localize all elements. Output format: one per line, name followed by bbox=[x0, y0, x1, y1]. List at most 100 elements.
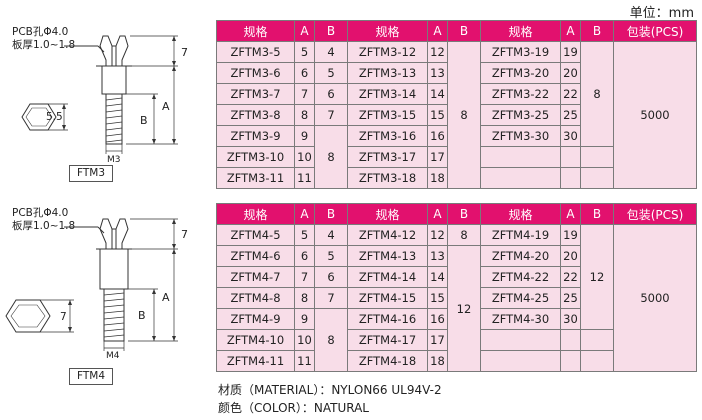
header-a: A bbox=[560, 203, 581, 225]
model-cell: ZFTM4-22 bbox=[480, 266, 561, 288]
b-cell: 4 bbox=[314, 224, 348, 246]
pcb-hole-label: PCB孔Φ4.0 bbox=[12, 207, 69, 219]
b-cell-merged: 8 bbox=[314, 308, 348, 372]
table-row: ZFTM3-11 11 ZFTM3-18 18 bbox=[216, 167, 697, 189]
a-cell: 30 bbox=[560, 125, 581, 147]
table-row: ZFTM4-11 11 ZFTM4-18 18 bbox=[216, 350, 697, 372]
empty-cell bbox=[580, 146, 614, 168]
header-a: A bbox=[427, 20, 448, 42]
dim-b-label: B bbox=[138, 309, 146, 322]
model-cell: ZFTM4-5 bbox=[216, 224, 295, 246]
model-cell: ZFTM3-15 bbox=[347, 104, 428, 126]
model-label-ftm4: FTM4 bbox=[69, 368, 113, 385]
header-b: B bbox=[314, 203, 348, 225]
model-cell: ZFTM3-6 bbox=[216, 62, 295, 84]
model-cell: ZFTM4-9 bbox=[216, 308, 295, 330]
a-cell: 6 bbox=[294, 245, 315, 267]
a-cell: 13 bbox=[427, 62, 448, 84]
a-cell: 17 bbox=[427, 329, 448, 351]
model-cell: ZFTM4-18 bbox=[347, 350, 428, 372]
table-row: ZFTM3-10 10 ZFTM3-17 17 bbox=[216, 146, 697, 168]
a-cell: 5 bbox=[294, 224, 315, 246]
table-row: ZFTM4-6 6 5 ZFTM4-13 13 12 ZFTM4-20 20 bbox=[216, 245, 697, 372]
model-cell: ZFTM4-14 bbox=[347, 266, 428, 288]
model-cell: ZFTM4-16 bbox=[347, 308, 428, 330]
empty-cell bbox=[560, 329, 581, 351]
empty-cell bbox=[480, 350, 561, 372]
model-cell: ZFTM3-9 bbox=[216, 125, 295, 147]
a-cell: 16 bbox=[427, 125, 448, 147]
header-pack: 包装(PCS) bbox=[613, 20, 697, 42]
a-cell: 11 bbox=[294, 167, 315, 189]
model-cell: ZFTM3-13 bbox=[347, 62, 428, 84]
a-cell: 6 bbox=[294, 62, 315, 84]
thread-label: M3 bbox=[107, 155, 121, 165]
a-cell: 22 bbox=[560, 83, 581, 105]
header-spec: 规格 bbox=[347, 203, 428, 225]
empty-cell bbox=[580, 350, 614, 372]
pack-cell: 5000 bbox=[613, 224, 697, 372]
model-cell: ZFTM3-19 bbox=[480, 41, 561, 63]
spec-table-ftm4: 规格 A B 规格 A B 规格 A B 包装(PCS) ZFTM4-5 5 4… bbox=[216, 203, 697, 372]
pcb-hole-label: PCB孔Φ4.0 bbox=[12, 26, 69, 38]
a-cell: 17 bbox=[427, 146, 448, 168]
ftm4-diagram: 7 A B 7 M4 bbox=[5, 218, 188, 361]
table-row: ZFTM4-8 8 7 ZFTM4-15 15 ZFTM4-25 25 bbox=[216, 287, 697, 309]
a-cell: 18 bbox=[427, 350, 448, 372]
model-cell: ZFTM4-30 bbox=[480, 308, 561, 330]
table-row: ZFTM4-9 9 8 ZFTM4-16 16 ZFTM4-30 30 bbox=[216, 308, 697, 372]
model-cell: ZFTM3-10 bbox=[216, 146, 295, 168]
a-cell: 15 bbox=[427, 287, 448, 309]
b-cell: 7 bbox=[314, 287, 348, 309]
a-cell: 30 bbox=[560, 308, 581, 330]
dim-a-label: A bbox=[162, 291, 170, 304]
header-b: B bbox=[447, 20, 481, 42]
model-cell: ZFTM3-5 bbox=[216, 41, 295, 63]
b-cell: 5 bbox=[314, 62, 348, 84]
table-row: ZFTM4-7 7 6 ZFTM4-14 14 ZFTM4-22 22 bbox=[216, 266, 697, 288]
model-cell: ZFTM4-17 bbox=[347, 329, 428, 351]
header-b: B bbox=[580, 20, 614, 42]
b-cell-merged: 8 bbox=[447, 41, 481, 189]
thread-label: M4 bbox=[106, 351, 120, 361]
a-cell: 19 bbox=[560, 224, 581, 246]
unit-label: 单位：mm bbox=[629, 6, 694, 21]
b-cell: 5 bbox=[314, 245, 348, 267]
model-cell: ZFTM3-22 bbox=[480, 83, 561, 105]
empty-cell bbox=[480, 167, 561, 189]
header-spec: 规格 bbox=[347, 20, 428, 42]
header-b: B bbox=[314, 20, 348, 42]
a-cell: 5 bbox=[294, 41, 315, 63]
table-row: ZFTM3-5 5 4 ZFTM3-12 12 8 ZFTM3-19 19 8 … bbox=[216, 41, 697, 189]
table-header-row: 规格 A B 规格 A B 规格 A B 包装(PCS) bbox=[216, 203, 697, 225]
a-cell: 20 bbox=[560, 245, 581, 267]
model-cell: ZFTM4-7 bbox=[216, 266, 295, 288]
hex-dim-label: 5.5 bbox=[46, 111, 63, 123]
drawing-ftm3: PCB孔Φ4.0 板厚1.0~1.8 bbox=[0, 20, 206, 212]
board-thickness-label: 板厚1.0~1.8 bbox=[12, 220, 76, 232]
table-row: ZFTM3-6 6 5 ZFTM3-13 13 ZFTM3-20 20 bbox=[216, 62, 697, 84]
material-line: 材质（MATERIAL）：NYLON66 UL94V-2 bbox=[218, 383, 442, 397]
a-cell: 8 bbox=[294, 287, 315, 309]
b-cell-merged: 12 bbox=[447, 245, 481, 372]
a-cell: 12 bbox=[427, 41, 448, 63]
model-cell: ZFTM3-20 bbox=[480, 62, 561, 84]
header-spec: 规格 bbox=[480, 203, 561, 225]
a-cell: 12 bbox=[427, 224, 448, 246]
b-cell-merged: 8 bbox=[580, 41, 614, 147]
spec-table-ftm3: 规格 A B 规格 A B 规格 A B 包装(PCS) ZFTM3-5 5 4… bbox=[216, 20, 697, 189]
empty-cell bbox=[580, 167, 614, 189]
model-cell: ZFTM3-16 bbox=[347, 125, 428, 147]
a-cell: 7 bbox=[294, 83, 315, 105]
model-cell: ZFTM4-6 bbox=[216, 245, 295, 267]
header-spec: 规格 bbox=[480, 20, 561, 42]
header-spec: 规格 bbox=[216, 20, 295, 42]
header-b: B bbox=[447, 203, 481, 225]
a-cell: 25 bbox=[560, 104, 581, 126]
a-cell: 18 bbox=[427, 167, 448, 189]
a-cell: 14 bbox=[427, 83, 448, 105]
model-cell: ZFTM3-8 bbox=[216, 104, 295, 126]
model-cell: ZFTM3-11 bbox=[216, 167, 295, 189]
a-cell: 19 bbox=[560, 41, 581, 63]
a-cell: 10 bbox=[294, 146, 315, 168]
